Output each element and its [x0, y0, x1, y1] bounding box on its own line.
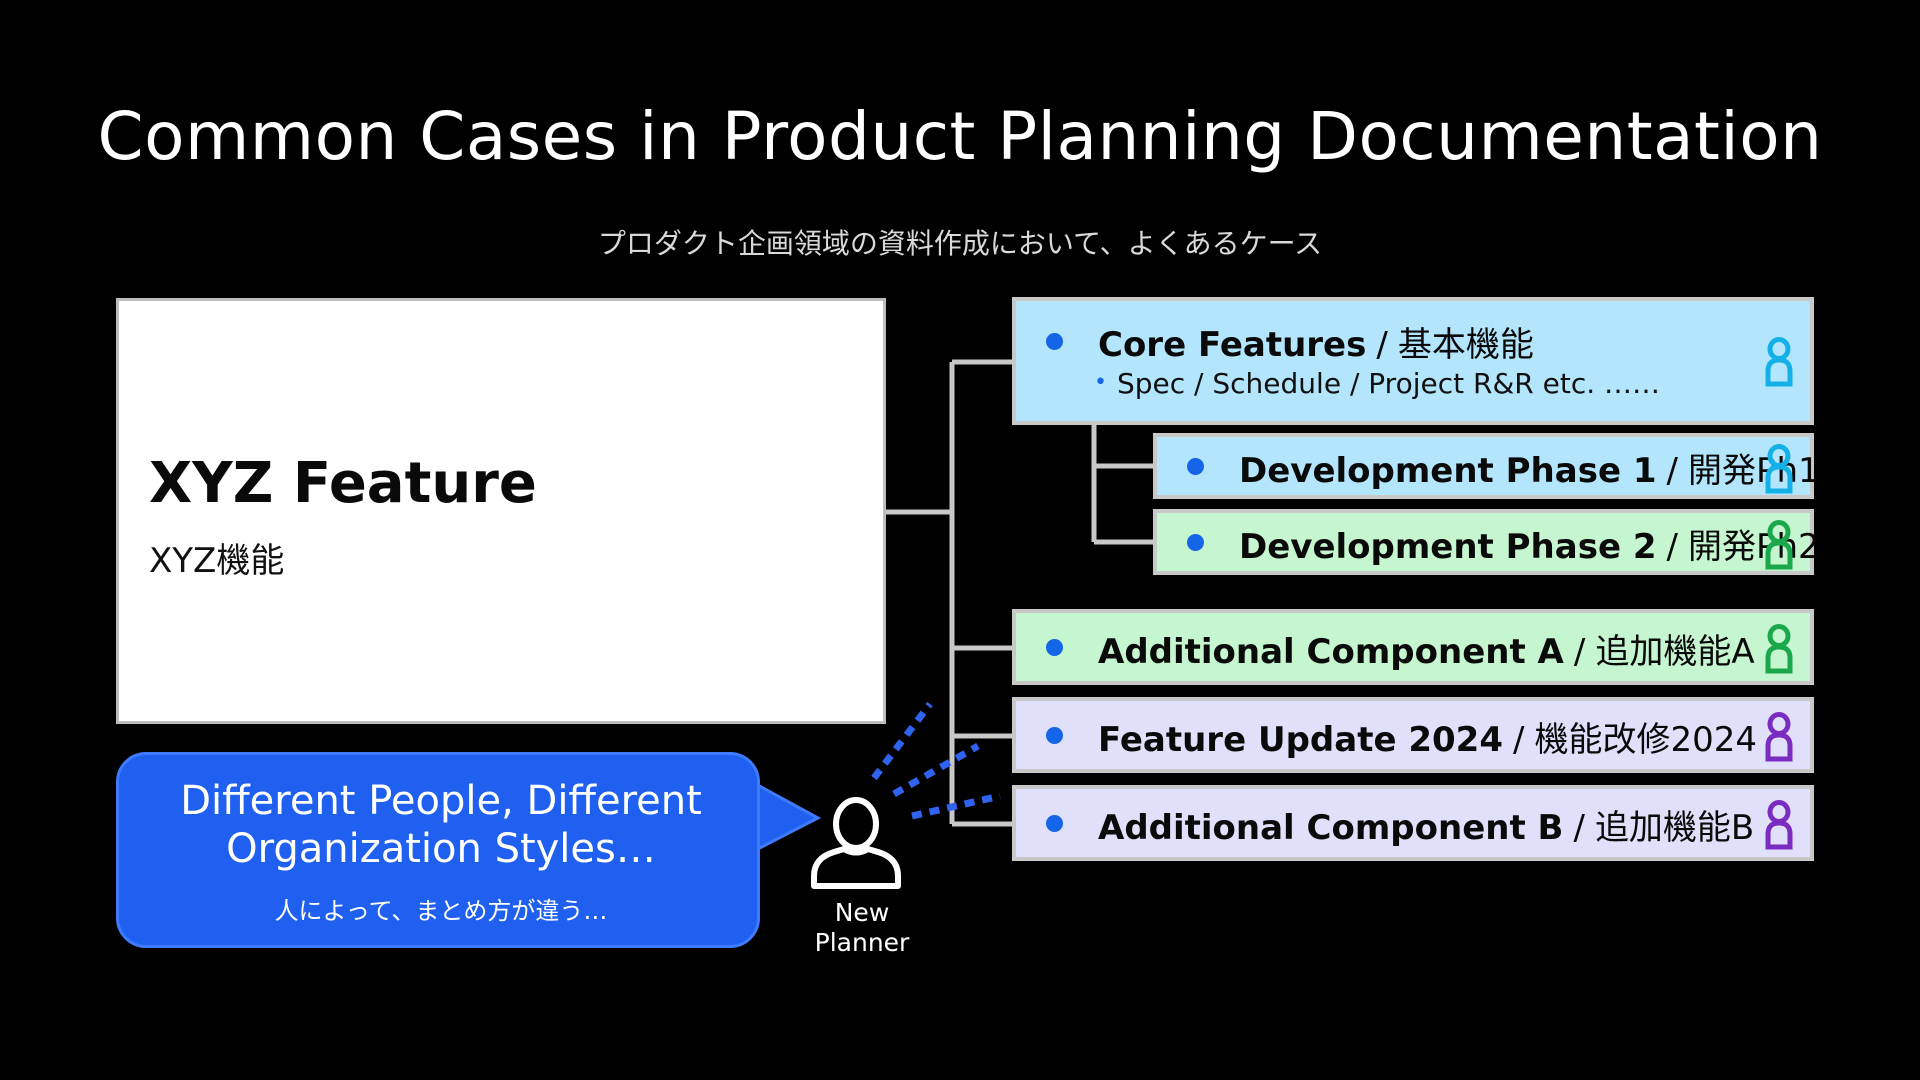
person-icon	[1765, 520, 1793, 570]
node-label: Development Phase 1/開発Ph1	[1239, 443, 1820, 492]
feature-subtitle: XYZ機能	[149, 541, 285, 581]
slide-subtitle: プロダクト企画領域の資料作成において、よくあるケース	[597, 227, 1323, 260]
planner-label: New Planner	[814, 898, 910, 957]
sub-bullet-icon: •	[1094, 370, 1107, 395]
bullet-icon	[1046, 815, 1063, 832]
bullet-icon	[1187, 534, 1204, 551]
node-label-ja: 開発Ph1	[1687, 451, 1820, 491]
node-label-en: Additional Component B	[1098, 808, 1564, 848]
person-outline-icon	[811, 797, 901, 889]
node-label: Additional Component B/追加機能B	[1098, 800, 1754, 849]
node-label: Core Features/基本機能	[1098, 317, 1534, 366]
feature-box: XYZ Feature XYZ機能	[116, 298, 886, 724]
slide-title: Common Cases in Product Planning Documen…	[97, 98, 1823, 175]
separator: /	[1376, 325, 1388, 365]
person-icon	[1765, 800, 1793, 850]
bubble-main-text: Different People, Different Organization…	[180, 778, 702, 872]
feature-title: XYZ Feature	[149, 451, 537, 516]
separator: /	[1666, 527, 1678, 567]
node-development-phase-1: Development Phase 1/開発Ph1	[1153, 433, 1820, 499]
separator: /	[1512, 720, 1525, 760]
node-label-ja: 開発Ph2	[1687, 527, 1820, 567]
separator: /	[1573, 808, 1585, 848]
node-development-phase-2: Development Phase 2/開発Ph2	[1153, 509, 1820, 575]
node-label-ja: 追加機能A	[1595, 632, 1755, 672]
speech-bubble: Different People, Different Organization…	[116, 752, 760, 948]
person-icon	[1765, 624, 1793, 674]
node-label-en: Core Features	[1098, 325, 1367, 365]
node-label-en: Development Phase 2	[1239, 527, 1657, 567]
node-label: Feature Update 2024/機能改修2024	[1098, 712, 1757, 761]
person-icon	[1765, 337, 1793, 387]
node-label: Additional Component A/追加機能A	[1098, 624, 1755, 673]
node-label: Development Phase 2/開発Ph2	[1239, 519, 1820, 568]
bullet-icon	[1187, 458, 1204, 475]
node-feature-update-2024: Feature Update 2024/機能改修2024	[1012, 697, 1814, 773]
bullet-icon	[1046, 333, 1063, 350]
node-label-ja: 基本機能	[1397, 325, 1534, 365]
person-icon	[1765, 712, 1793, 762]
bullet-icon	[1046, 727, 1063, 744]
node-label-ja: 追加機能B	[1594, 808, 1755, 848]
node-sublabel: • Spec / Schedule / Project R&R etc. ……	[1094, 367, 1660, 400]
node-label-en: Development Phase 1	[1239, 451, 1657, 491]
node-label-ja: 機能改修2024	[1534, 720, 1757, 760]
node-additional-component-b: Additional Component B/追加機能B	[1012, 785, 1814, 861]
bullet-icon	[1046, 639, 1063, 656]
node-sublabel-text: Spec / Schedule / Project R&R etc. ……	[1116, 367, 1661, 400]
separator: /	[1666, 451, 1678, 491]
separator: /	[1573, 632, 1586, 672]
bubble-sub-text: 人によって、まとめ方が違う…	[274, 897, 608, 925]
node-label-en: Additional Component A	[1098, 632, 1564, 672]
person-icon	[1765, 444, 1793, 494]
node-additional-component-a: Additional Component A/追加機能A	[1012, 609, 1814, 685]
node-label-en: Feature Update 2024	[1098, 720, 1503, 760]
node-core-features: Core Features/基本機能 • Spec / Schedule / Pr…	[1012, 297, 1814, 425]
